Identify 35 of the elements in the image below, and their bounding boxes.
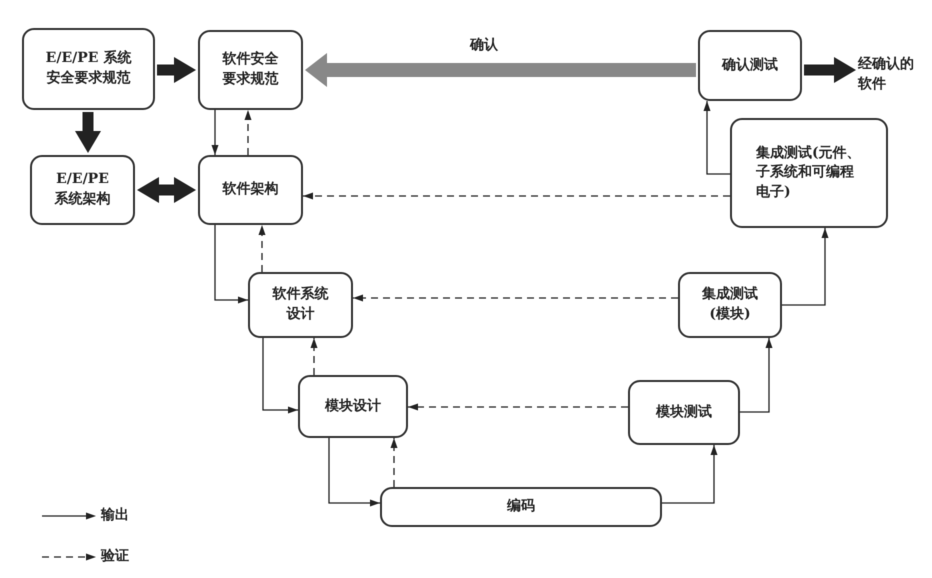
arrow bbox=[704, 101, 730, 175]
process-box: E/E/PE 系统架构 bbox=[30, 155, 135, 225]
block-arrow bbox=[75, 112, 101, 153]
dashed-arrow bbox=[310, 338, 318, 375]
block-arrow bbox=[305, 53, 696, 87]
edge-label: 确认 bbox=[470, 36, 498, 54]
arrow bbox=[212, 110, 218, 155]
block-arrow bbox=[157, 57, 196, 83]
dashed-arrow bbox=[390, 438, 398, 487]
process-box: E/E/PE 系统安全要求规范 bbox=[22, 28, 155, 110]
block-arrow bbox=[137, 177, 196, 203]
arrow bbox=[782, 228, 828, 306]
process-box: 软件安全要求规范 bbox=[198, 30, 303, 110]
process-box: 编码 bbox=[380, 487, 662, 527]
process-box: 集成测试(模块) bbox=[678, 272, 782, 338]
arrow bbox=[328, 438, 380, 506]
arrow bbox=[740, 338, 772, 413]
output-label: 经确认的软件 bbox=[858, 54, 930, 96]
process-box: 模块设计 bbox=[298, 375, 408, 438]
dashed-arrow bbox=[258, 225, 266, 272]
dashed-arrow bbox=[244, 110, 252, 155]
legend-label: 验证 bbox=[101, 547, 129, 565]
block-arrow bbox=[804, 57, 856, 83]
process-box: 集成测试(元件、子系统和可编程电子) bbox=[730, 118, 888, 228]
process-box: 软件系统设计 bbox=[248, 272, 353, 338]
arrow bbox=[214, 225, 248, 304]
process-box: 确认测试 bbox=[698, 30, 802, 101]
legend-label: 输出 bbox=[101, 506, 129, 524]
arrow bbox=[262, 338, 298, 414]
process-box: 软件架构 bbox=[198, 155, 303, 225]
arrow bbox=[662, 445, 718, 504]
dashed-arrow bbox=[408, 404, 628, 410]
dashed-arrow bbox=[353, 294, 678, 302]
process-box: 模块测试 bbox=[628, 380, 740, 445]
dashed-arrow bbox=[303, 192, 730, 200]
